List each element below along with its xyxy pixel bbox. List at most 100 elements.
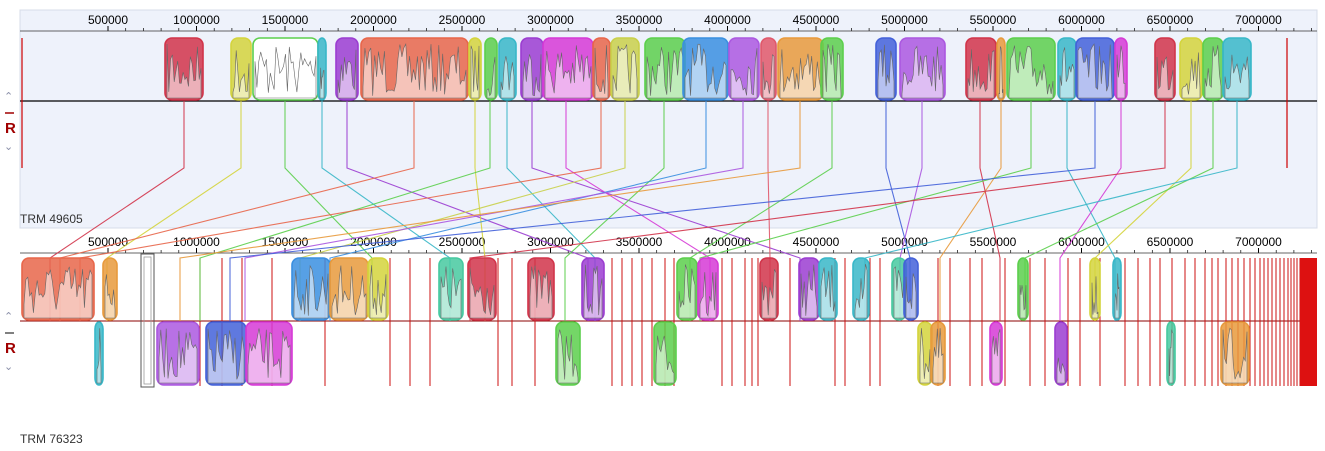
ruler-tick-label: 500000 — [88, 13, 128, 27]
genome-panel-top-border — [19, 9, 1318, 229]
ruler-tick-label: 6500000 — [1147, 235, 1194, 249]
lcb-block[interactable] — [21, 257, 95, 321]
reference-marker[interactable]: R — [5, 120, 16, 137]
lcb-block[interactable] — [1006, 37, 1056, 101]
lcb-blocks-top — [164, 37, 1252, 101]
reference-marker[interactable]: R — [5, 340, 16, 357]
lcb-block[interactable] — [252, 37, 319, 101]
ruler-tick-label: 3000000 — [527, 13, 574, 27]
ruler-tick-label: 2500000 — [439, 235, 486, 249]
lcb-block[interactable] — [653, 321, 677, 386]
scroll-up-icon[interactable]: ⌃ — [4, 90, 13, 103]
ruler-tick-label: 1500000 — [262, 13, 309, 27]
lcb-block[interactable] — [996, 37, 1006, 101]
lcb-block[interactable] — [728, 37, 760, 101]
lcb-block[interactable] — [1220, 321, 1250, 386]
lcb-block[interactable] — [164, 37, 204, 101]
lcb-block[interactable] — [682, 37, 729, 101]
ruler-tick-label: 5500000 — [970, 13, 1017, 27]
lcb-block[interactable] — [291, 257, 331, 321]
lcb-connector — [979, 101, 1001, 321]
contig-boundaries — [199, 258, 1317, 386]
lcb-block[interactable] — [1154, 37, 1176, 101]
lcb-connector — [939, 101, 1002, 321]
ruler-tick-label: 7000000 — [1235, 13, 1282, 27]
lcb-block[interactable] — [367, 257, 389, 321]
lcb-block[interactable] — [875, 37, 897, 101]
lcb-block[interactable] — [467, 257, 497, 321]
lcb-block[interactable] — [1054, 321, 1068, 386]
lcb-block[interactable] — [1166, 321, 1176, 386]
ruler-tick-label: 6000000 — [1058, 13, 1105, 27]
lcb-block[interactable] — [917, 321, 933, 386]
contig-boundary-dense — [1300, 258, 1317, 386]
ruler-tick-label: 2000000 — [350, 235, 397, 249]
lcb-block[interactable] — [676, 257, 698, 321]
genome-label-bottom: TRM 76323 — [20, 432, 83, 446]
lcb-block[interactable] — [102, 257, 118, 321]
ruler-tick-label: 1500000 — [262, 235, 309, 249]
lcb-block[interactable] — [759, 257, 779, 321]
ruler-tick-label: 5500000 — [970, 235, 1017, 249]
lcb-block[interactable] — [542, 37, 594, 101]
lcb-block[interactable] — [1057, 37, 1077, 101]
scroll-down-icon[interactable]: ⌄ — [4, 140, 13, 153]
lcb-block[interactable] — [438, 257, 464, 321]
lcb-block[interactable] — [1202, 37, 1224, 101]
ruler-tick-label: 1000000 — [173, 13, 220, 27]
lcb-block[interactable] — [498, 37, 517, 101]
lcb-block[interactable] — [484, 37, 498, 101]
lcb-block[interactable] — [360, 37, 469, 101]
lcb-block[interactable] — [555, 321, 581, 386]
lcb-block[interactable] — [520, 37, 544, 101]
lcb-block[interactable] — [610, 37, 640, 101]
ruler-tick-label: 6500000 — [1147, 13, 1194, 27]
lcb-block[interactable] — [697, 257, 719, 321]
lcb-block[interactable] — [468, 37, 482, 101]
lcb-block[interactable] — [1089, 257, 1101, 321]
lcb-block[interactable] — [930, 321, 946, 386]
ruler-tick-label: 4500000 — [793, 235, 840, 249]
lcb-block[interactable] — [899, 37, 946, 101]
scroll-up-icon[interactable]: ⌃ — [4, 310, 13, 323]
lcb-block[interactable] — [852, 257, 870, 321]
lcb-block[interactable] — [1112, 257, 1122, 321]
lcb-block[interactable] — [1179, 37, 1203, 101]
lcb-block[interactable] — [230, 37, 252, 101]
lcb-block[interactable] — [798, 257, 820, 321]
lcb-block[interactable] — [592, 37, 611, 101]
lcb-connector — [229, 101, 1096, 321]
lcb-block[interactable] — [329, 257, 369, 321]
lcb-block[interactable] — [1114, 37, 1128, 101]
lcb-block[interactable] — [1222, 37, 1252, 101]
lcb-block[interactable] — [818, 257, 838, 321]
lcb-block[interactable] — [94, 321, 104, 386]
lcb-block[interactable] — [245, 321, 293, 386]
lcb-block[interactable] — [1075, 37, 1115, 101]
lcb-block[interactable] — [903, 257, 919, 321]
lcb-block[interactable] — [965, 37, 997, 101]
scroll-down-icon[interactable]: ⌄ — [4, 360, 13, 373]
lcb-block[interactable] — [644, 37, 686, 101]
lcb-connector — [1059, 101, 1122, 321]
ruler-tick-label: 3000000 — [527, 235, 574, 249]
lcb-block[interactable] — [581, 257, 605, 321]
lcb-block[interactable] — [527, 257, 555, 321]
lcb-block[interactable] — [989, 321, 1003, 386]
lcb-connector — [244, 101, 744, 321]
lcb-blocks-bottom — [21, 257, 1250, 386]
lcb-block[interactable] — [777, 37, 824, 101]
lcb-block[interactable] — [335, 37, 359, 101]
lcb-block[interactable] — [205, 321, 247, 386]
lcb-block[interactable] — [760, 37, 777, 101]
lcb-block[interactable] — [820, 37, 844, 101]
lcb-block[interactable] — [317, 37, 327, 101]
ruler-tick-label: 1000000 — [173, 235, 220, 249]
lcb-block[interactable] — [1017, 257, 1029, 321]
lcb-block[interactable] — [156, 321, 200, 386]
lcb-connector — [179, 101, 801, 321]
